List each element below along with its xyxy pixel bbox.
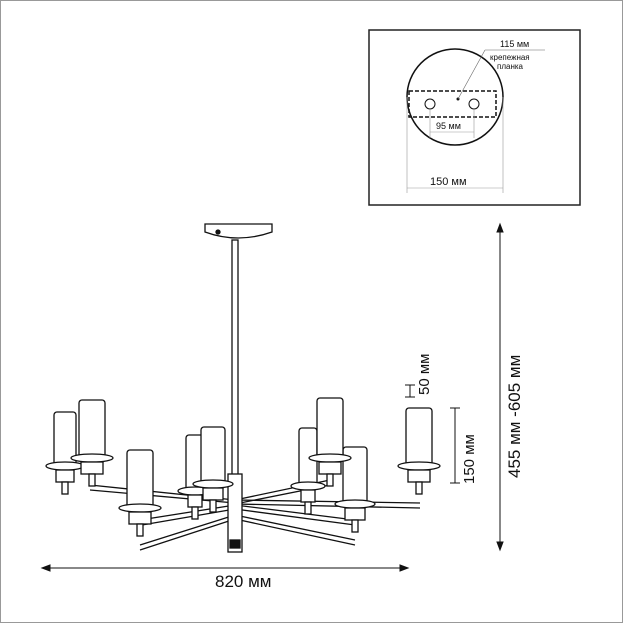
arms [89, 479, 421, 551]
bar-length-label: 115 мм [500, 39, 529, 49]
mounting-hole [468, 98, 480, 110]
shades [45, 397, 441, 537]
bar-label-line2: планка [497, 62, 524, 71]
mounting-bar [408, 90, 497, 118]
hole-spacing-label: 95 мм [436, 121, 461, 131]
lamp-shade [334, 446, 376, 533]
lamp-shade [70, 399, 114, 487]
width-dimension-label: 820 мм [215, 572, 271, 591]
lamp-shade [118, 449, 162, 537]
shade-height-label: 150 мм [461, 434, 478, 484]
lamp-shade [192, 426, 234, 513]
canopy-gap-label: 50 мм [416, 354, 433, 395]
mounting-hole [424, 98, 436, 110]
lamp-shade [308, 397, 352, 487]
canopy-diameter-label: 150 мм [430, 176, 467, 188]
bar-label-line1: крепежная [490, 53, 530, 62]
mounting-inset: 115 мм крепежная планка 95 мм 150 мм [368, 29, 581, 206]
dimensions [40, 222, 504, 572]
center-hub [227, 473, 243, 553]
height-dimension-label: 455 мм -605 мм [505, 355, 524, 478]
inset-frame [368, 29, 581, 206]
rod [231, 239, 239, 477]
canopy [204, 223, 273, 239]
lamp-shade [45, 411, 85, 495]
lamp-shade [397, 407, 441, 495]
chandelier [89, 223, 421, 553]
lamp-shade [177, 434, 213, 520]
lamp-shade [290, 427, 326, 515]
